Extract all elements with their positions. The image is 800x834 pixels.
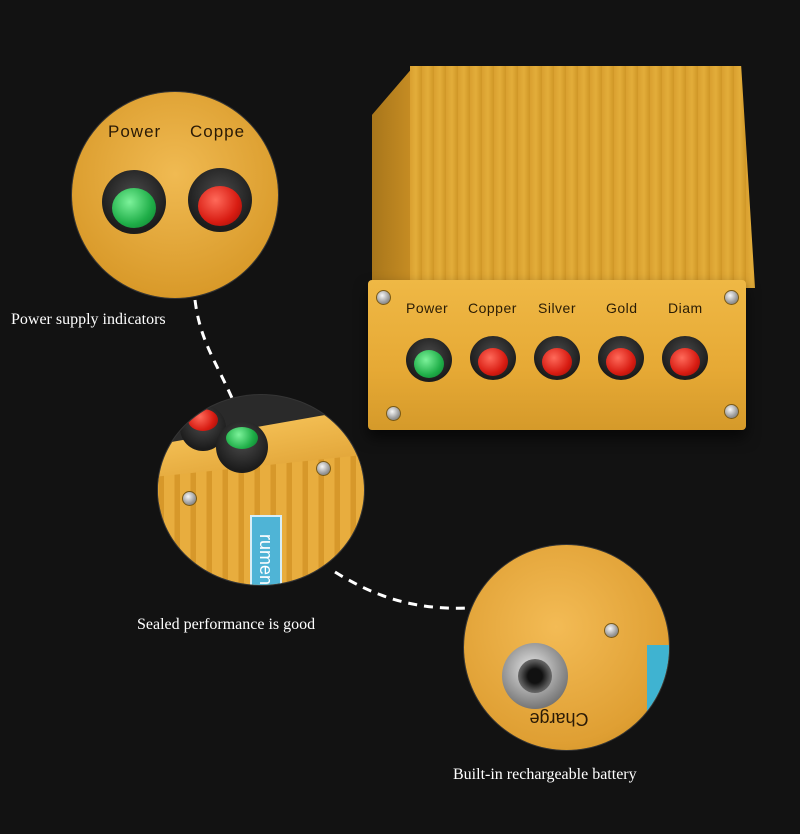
teal-sticker-edge	[647, 645, 669, 725]
label-power: Power	[406, 300, 449, 316]
screw-icon	[386, 406, 401, 421]
caption-rechargeable-battery: Built-in rechargeable battery	[453, 766, 637, 783]
copper-button[interactable]	[470, 336, 516, 380]
charge-label: Charge	[529, 709, 589, 729]
screw-icon	[182, 491, 197, 506]
label-diam: Diam	[668, 300, 703, 316]
closeup-green-button	[216, 421, 268, 473]
caption-power-indicators: Power supply indicators	[11, 311, 166, 328]
caption-sealed-performance: Sealed performance is good	[137, 616, 316, 633]
charge-jack-icon	[502, 643, 568, 709]
charge-closeup-inset: Charge	[464, 545, 669, 750]
label-copper: Copper	[468, 300, 517, 316]
screw-icon	[604, 623, 619, 638]
closeup-power-button	[102, 170, 166, 234]
screw-icon	[376, 290, 391, 305]
closeup-copper-button	[188, 168, 252, 232]
silver-button[interactable]	[534, 336, 580, 380]
box-front-panel: Power Copper Silver Gold Diam	[368, 280, 746, 430]
front-label-row: Power Copper Silver Gold Diam	[398, 300, 738, 320]
gold-button[interactable]	[598, 336, 644, 380]
diam-button[interactable]	[662, 336, 708, 380]
screw-icon	[724, 290, 739, 305]
power-button[interactable]	[406, 338, 452, 382]
sealed-closeup-inset: rument	[158, 395, 364, 585]
instrument-sticker: rument	[250, 515, 282, 585]
sticker-text: rument	[256, 533, 276, 585]
screw-icon	[316, 461, 331, 476]
label-silver: Silver	[538, 300, 577, 316]
screw-icon	[724, 404, 739, 419]
power-closeup-inset: Power Coppe	[72, 92, 278, 298]
closeup-label-power: Power	[108, 122, 162, 141]
box-top-panel	[410, 66, 755, 288]
closeup-label-copper: Coppe	[190, 122, 246, 141]
label-gold: Gold	[606, 300, 638, 316]
